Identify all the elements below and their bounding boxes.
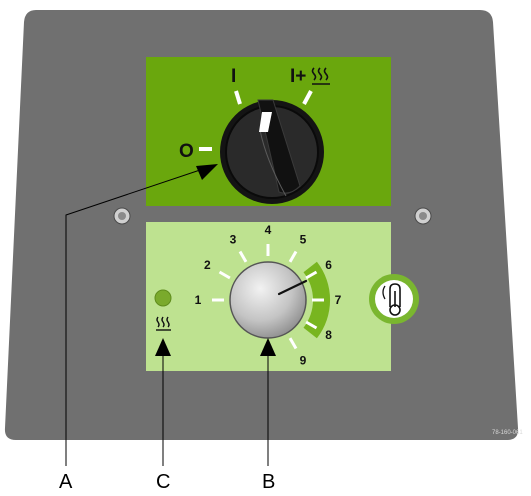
dial-tick-8 [305,320,318,330]
switch-position-ticks [199,90,313,151]
dial-label-1: 1 [195,293,202,307]
dial-tick-9 [288,337,298,350]
dial-label-4: 4 [265,223,272,237]
dial-tick-3 [238,250,248,263]
callout-c-leader [155,338,171,466]
callout-a-leader [65,164,218,466]
switch-label-on-heat: I+ [290,66,306,87]
dial-label-6: 6 [325,258,332,272]
heating-indicator-led [154,289,172,307]
heat-waves-icon [156,316,171,331]
callout-letter-b: B [262,471,275,493]
callout-letter-a: A [59,471,73,493]
switch-label-on: I [231,66,236,87]
dial-tick-2 [218,270,231,280]
heat-waves-icon [311,67,330,85]
switch-label-off: O [179,141,194,162]
dial-label-9: 9 [300,354,307,368]
callout-b-leader [260,338,276,466]
temperature-dial-knob[interactable] [229,261,308,339]
dial-tick-6 [305,270,318,280]
dial-label-5: 5 [300,232,307,246]
dial-label-7: 7 [335,293,342,307]
dial-scale-labels: 1 2 3 4 5 6 7 8 9 [195,223,342,368]
thermometer-icon [382,283,401,316]
dial-scale-ticks [212,244,324,350]
dial-tick-5 [288,250,298,263]
left-mounting-screw [113,207,131,225]
callout-letter-c: C [156,471,170,493]
thermometer-button[interactable] [369,274,419,324]
main-switch-knob[interactable] [220,99,324,204]
dial-label-3: 3 [230,232,237,246]
right-mounting-screw [414,207,432,225]
dial-label-2: 2 [204,258,211,272]
dial-label-8: 8 [325,328,332,342]
reference-code: 78-160-061 [492,430,523,436]
